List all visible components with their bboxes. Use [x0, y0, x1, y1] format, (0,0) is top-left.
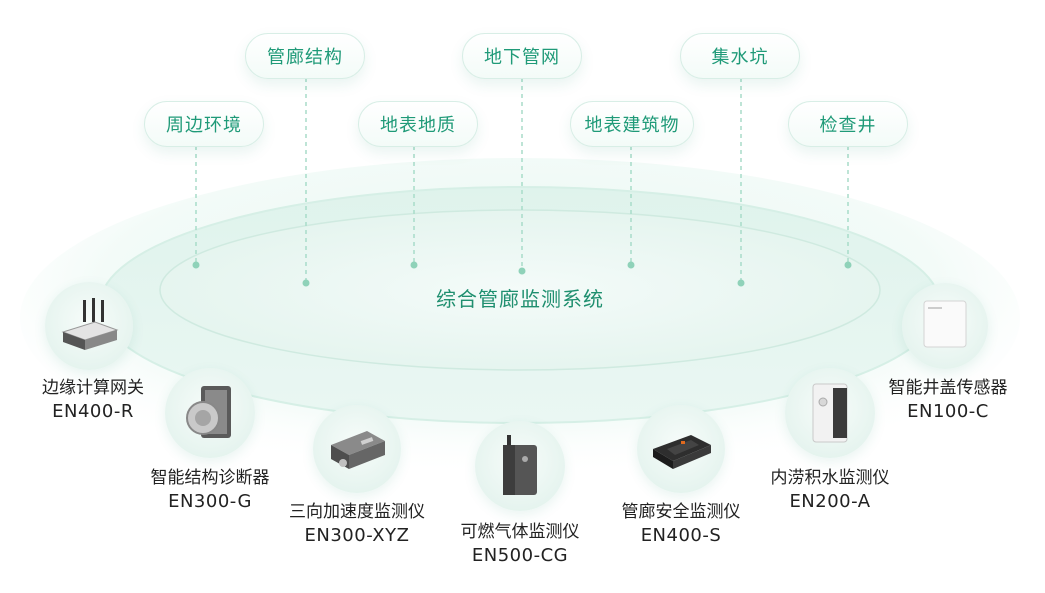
device-label-waterlogging: 内涝积水监测仪 EN200-A — [755, 466, 905, 514]
structure-sensor-icon — [186, 386, 231, 438]
device-model: EN200-A — [789, 491, 871, 512]
device-model: EN100-C — [907, 401, 989, 422]
device-name: 智能井盖传感器 — [888, 378, 1008, 398]
device-model: EN400-R — [52, 401, 134, 422]
tag-gallery-structure: 管廊结构 — [245, 33, 365, 79]
device-label-gateway: 边缘计算网关 EN400-R — [18, 376, 168, 424]
device-name: 三向加速度监测仪 — [289, 502, 425, 522]
device-circle-structure — [165, 368, 255, 458]
device-label-safety: 管廊安全监测仪 EN400-S — [600, 500, 762, 548]
water-level-icon — [812, 383, 848, 443]
system-title: 综合管廊监测系统 — [436, 287, 604, 311]
manhole-sensor-icon — [923, 300, 967, 348]
device-name: 管廊安全监测仪 — [621, 502, 741, 522]
device-label-structure: 智能结构诊断器 EN300-G — [130, 466, 290, 514]
tag-sump-pit: 集水坑 — [680, 33, 800, 79]
device-model: EN300-XYZ — [304, 525, 410, 546]
connector-dots — [192, 261, 852, 287]
device-model: EN400-S — [640, 525, 722, 546]
gas-detector-icon — [503, 435, 537, 495]
device-label-accelerometer: 三向加速度监测仪 EN300-XYZ — [272, 500, 442, 548]
device-circle-accelerometer — [313, 405, 401, 493]
accelerometer-icon — [331, 431, 385, 469]
device-circle-gateway — [45, 282, 133, 370]
device-label-gas: 可燃气体监测仪 EN500-CG — [440, 520, 600, 568]
device-model: EN300-G — [168, 491, 252, 512]
device-name: 智能结构诊断器 — [150, 468, 270, 488]
device-label-manhole: 智能井盖传感器 EN100-C — [868, 376, 1028, 424]
device-circle-waterlogging — [785, 368, 875, 458]
safety-monitor-icon — [653, 435, 711, 469]
tag-surface-geology: 地表地质 — [358, 101, 478, 147]
platform-inner-ellipse — [159, 209, 881, 371]
tag-underground-pipes: 地下管网 — [462, 33, 582, 79]
device-circle-manhole — [902, 283, 988, 369]
device-model: EN500-CG — [471, 545, 569, 566]
device-name: 内涝积水监测仪 — [770, 468, 890, 488]
tag-surroundings: 周边环境 — [144, 101, 264, 147]
tag-inspection-well: 检查井 — [788, 101, 908, 147]
device-name: 边缘计算网关 — [42, 378, 144, 398]
device-circle-gas — [475, 421, 565, 511]
connector-lines — [195, 78, 849, 282]
device-name: 可燃气体监测仪 — [460, 522, 580, 542]
router-icon — [61, 298, 119, 350]
device-circle-safety — [637, 405, 725, 493]
tag-surface-buildings: 地表建筑物 — [570, 101, 694, 147]
